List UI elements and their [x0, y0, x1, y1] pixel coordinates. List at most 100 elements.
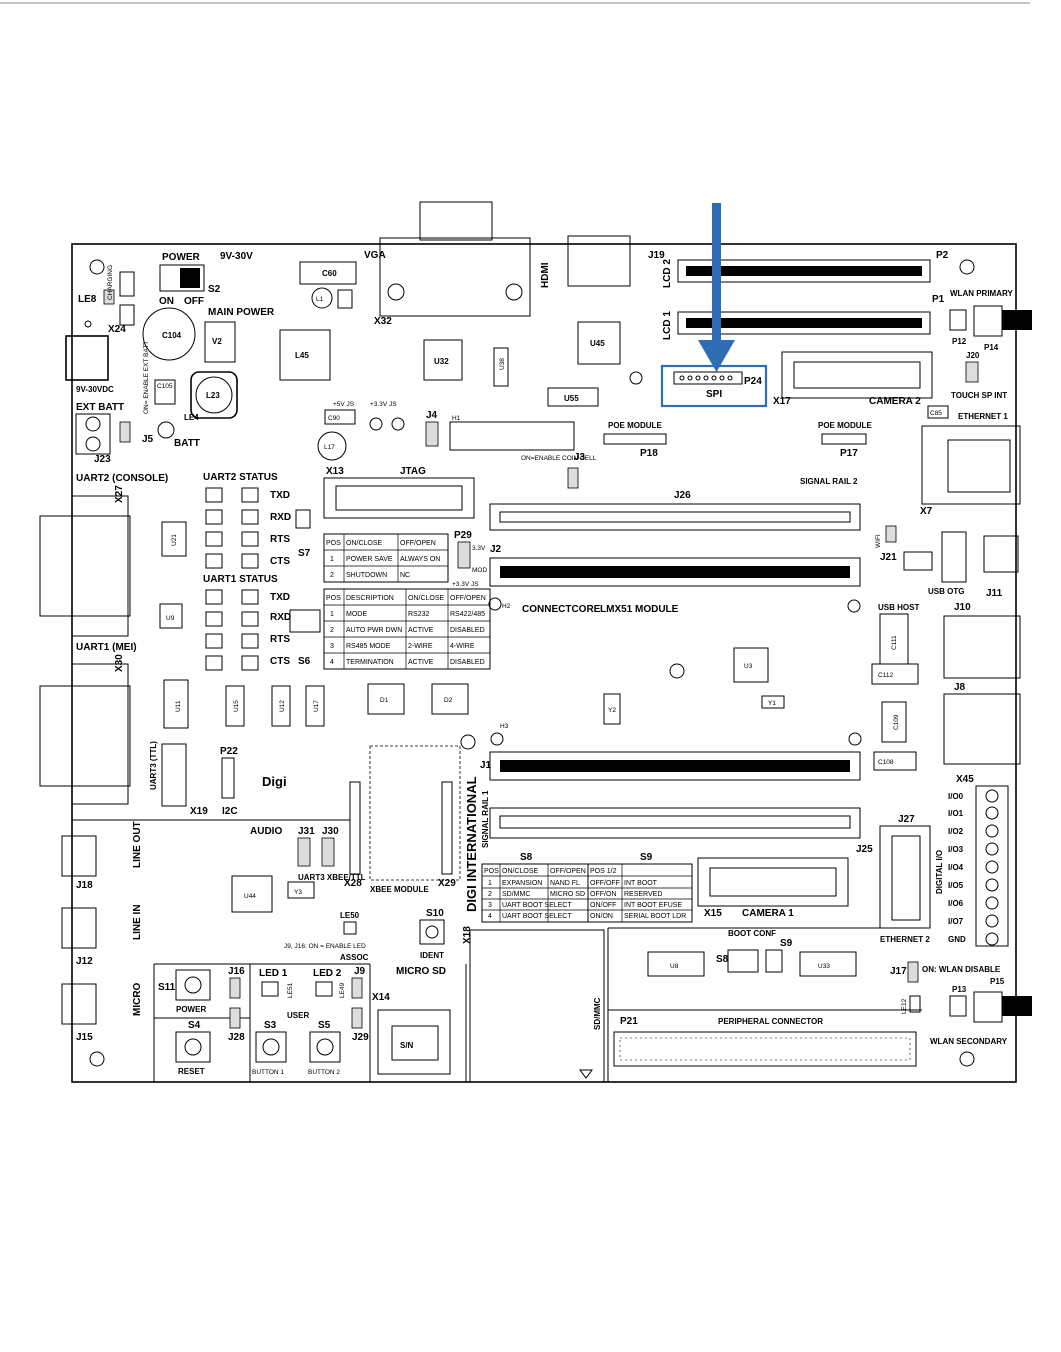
- s7-cell: NC: [400, 572, 410, 579]
- label-cts-uart1: CTS: [270, 656, 290, 667]
- label-power: POWER: [162, 252, 201, 263]
- inductor-l23: [190, 371, 238, 419]
- ethernet1-jack: [947, 439, 1011, 493]
- s6-header-cell: DESCRIPTION: [346, 595, 394, 602]
- s8-cell: MICRO SD: [550, 891, 585, 898]
- label-on-enable-coin-cell: ON=ENABLE COIN CELL: [521, 455, 597, 462]
- mounting-hole: [460, 734, 476, 750]
- connectcore-top-pins: [500, 566, 850, 578]
- label-usb-host: USB HOST: [878, 603, 919, 612]
- lcd1-pins: [686, 318, 922, 328]
- ident-button-cap: [425, 925, 439, 939]
- usb-otg-connector: [983, 535, 1019, 573]
- s7-cell: POWER SAVE: [346, 556, 393, 563]
- led: [241, 611, 259, 627]
- chip-u11: [163, 679, 189, 729]
- power-switch-knob: [180, 268, 200, 288]
- xbee-header-right: [441, 781, 453, 875]
- label-button1: BUTTON 1: [252, 1069, 284, 1076]
- sd-slot-marker: [579, 1069, 593, 1079]
- label-poe-module-left: POE MODULE: [608, 421, 662, 430]
- mounting-hole: [89, 259, 105, 275]
- dip-switch-s9: [765, 949, 783, 973]
- label-gnd: GND: [948, 935, 966, 944]
- label-u38: U38: [499, 358, 506, 370]
- label-j27: J27: [898, 814, 915, 825]
- label-user: USER: [287, 1011, 309, 1020]
- s8-header-cell: POS: [484, 868, 499, 875]
- jumper-p29: [457, 541, 471, 569]
- chip-u38: [493, 347, 509, 387]
- label-3-3v: 3.3V: [472, 545, 486, 552]
- power-button-cap: [184, 976, 202, 994]
- terminal-screw: [985, 842, 999, 856]
- terminal-screw: [985, 789, 999, 803]
- label-u3: U3: [744, 663, 753, 670]
- label-u21: U21: [171, 534, 178, 546]
- coin-cell-holder: [449, 421, 575, 451]
- s8-table: POS ON/CLOSE OFF/OPEN 1 EXPANSION NAND F…: [481, 863, 589, 923]
- s7-cell: SHUTDOWN: [346, 572, 387, 579]
- jumper-j29: [351, 1007, 363, 1029]
- ethernet1-connector: [921, 425, 1021, 505]
- mounting-hole: [669, 663, 685, 679]
- pin: [695, 375, 701, 381]
- io-pin-label: I/O5: [948, 881, 964, 890]
- s8-cell: 1: [488, 880, 492, 887]
- label-i2c: I2C: [222, 806, 238, 817]
- hdmi-connector: [567, 235, 631, 287]
- connectcore-bottom-pins: [500, 760, 850, 772]
- label-p17: P17: [840, 448, 858, 459]
- label-le12: LE12: [901, 998, 908, 1014]
- label-button2: BUTTON 2: [308, 1069, 340, 1076]
- s6-cell: RS422/485: [450, 611, 485, 618]
- label-c60: C60: [322, 269, 337, 278]
- ethernet2-jack: [891, 835, 921, 921]
- s7-cell: ALWAYS ON: [400, 556, 440, 563]
- terminal-screw: [85, 416, 101, 432]
- label-txd: TXD: [270, 490, 290, 501]
- s6-table-frame: [323, 588, 491, 670]
- label-u12: U12: [279, 700, 286, 712]
- jumper-j9: [351, 977, 363, 999]
- label-x13: X13: [326, 466, 344, 477]
- io-pin-label: I/O4: [948, 863, 964, 872]
- label-c104: C104: [162, 331, 182, 340]
- antenna-secondary-body: [1002, 996, 1032, 1016]
- s9-cell: OFF/ON: [590, 891, 616, 898]
- reset-button: [175, 1031, 211, 1063]
- s6-cell: TERMINATION: [346, 659, 394, 666]
- label-j18: J18: [76, 880, 93, 891]
- label-lmx51-module: LMX51 MODULE: [600, 604, 679, 615]
- peripheral-connector-p21: [613, 1031, 917, 1067]
- signal-rail-2-slot: [499, 511, 851, 523]
- s6-cell: DISABLED: [450, 659, 485, 666]
- label-on: ON: [159, 296, 174, 307]
- label-hdmi: HDMI: [540, 262, 551, 288]
- chip-u8: [647, 951, 705, 977]
- crystal-y2: [603, 693, 621, 725]
- s7-header-cell: ON/CLOSE: [346, 540, 383, 547]
- label-j20: J20: [966, 351, 980, 360]
- led: [205, 589, 223, 605]
- label-led2: LED 2: [313, 968, 342, 979]
- label-ethernet1: ETHERNET 1: [958, 412, 1008, 421]
- lcd1-connector: [677, 311, 931, 335]
- vga-connector-shell: [419, 201, 493, 241]
- label-poe-module-right: POE MODULE: [818, 421, 872, 430]
- label-connectcore: CONNECTCORE: [522, 604, 601, 615]
- label-p13: P13: [952, 985, 967, 994]
- s9-cell: ON/OFF: [590, 902, 616, 909]
- chip-u21: [161, 521, 187, 557]
- chip-u45: [577, 321, 621, 365]
- label-rts-uart1: RTS: [270, 634, 290, 645]
- serial-number-label: [391, 1025, 439, 1061]
- label-x15: X15: [704, 908, 722, 919]
- jumper-j28: [229, 1007, 241, 1029]
- chip-u33: [799, 951, 857, 977]
- label-j9: J9: [354, 966, 366, 977]
- inductor-l1: [311, 287, 333, 309]
- s6-cell: ACTIVE: [408, 659, 434, 666]
- label-line-in: LINE IN: [132, 904, 143, 940]
